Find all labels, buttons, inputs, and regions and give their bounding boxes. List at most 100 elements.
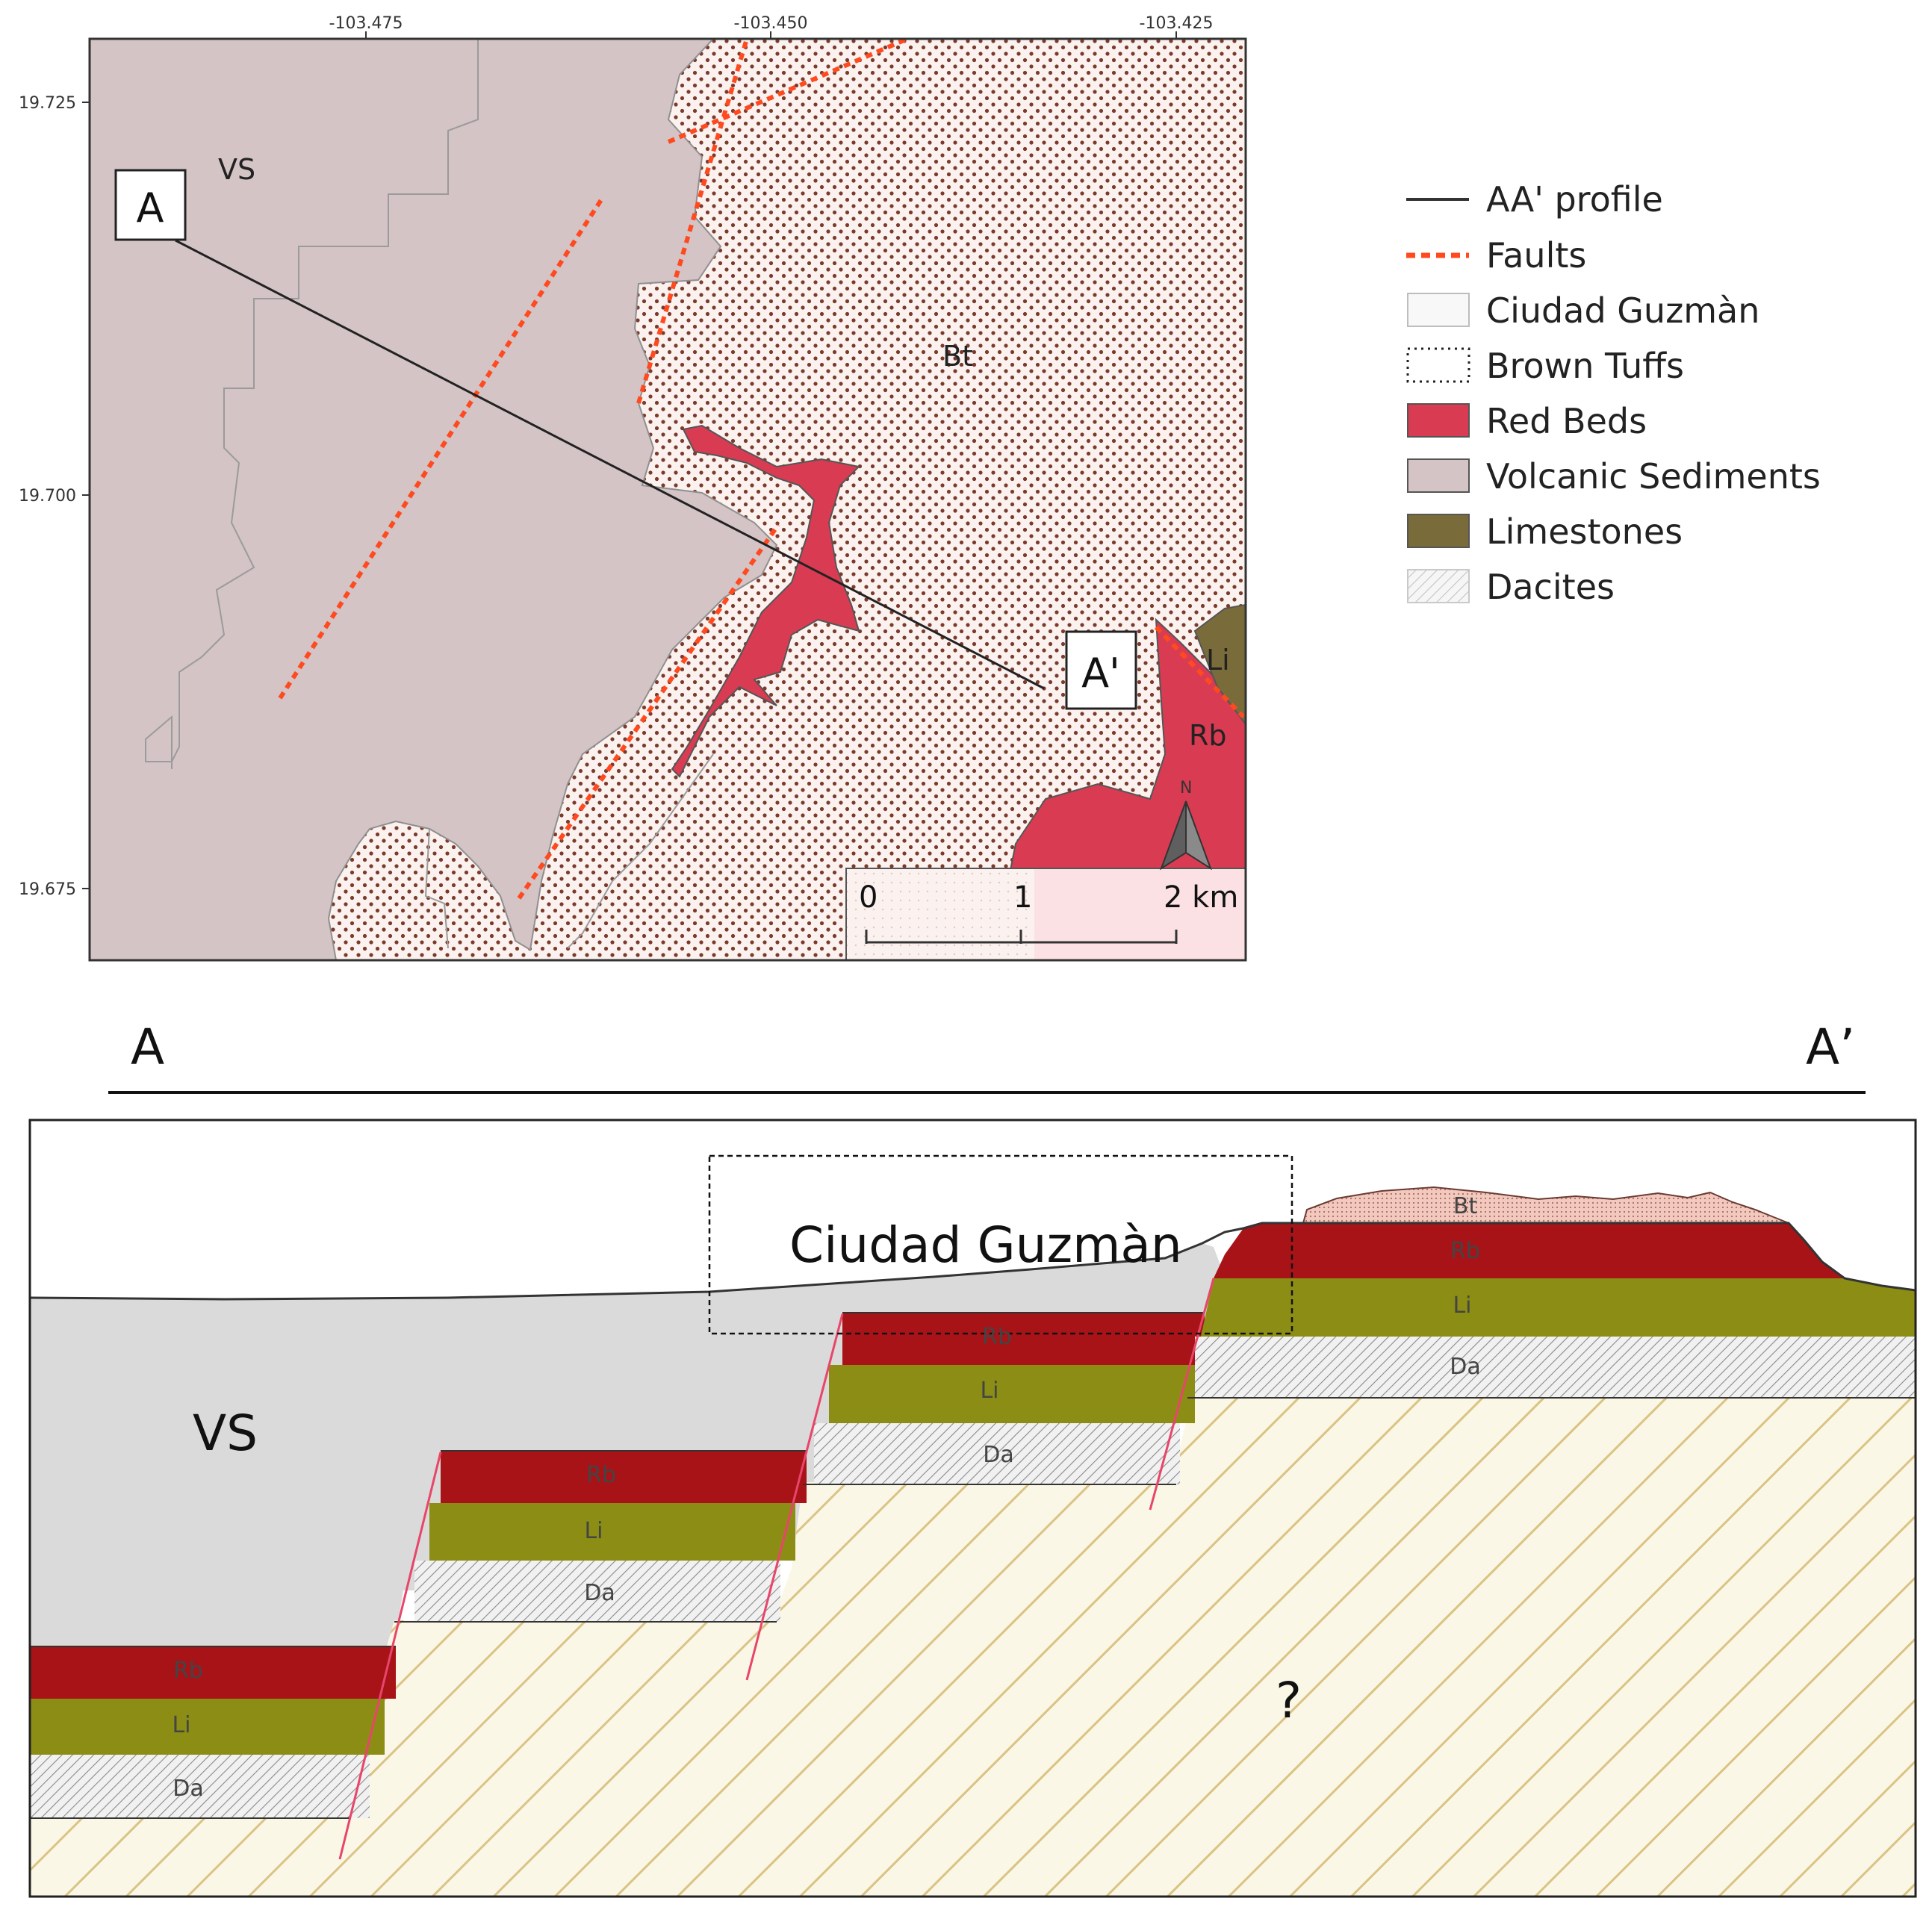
fault-line-3 xyxy=(636,39,749,404)
lon-tick-3: -103.425 xyxy=(1140,14,1214,33)
limestone-layer xyxy=(829,1365,1195,1423)
map-label-bt: Bt xyxy=(942,340,973,373)
label-da: Da xyxy=(584,1580,615,1606)
aa-profile-line xyxy=(175,239,1045,690)
label-rb: Rb xyxy=(173,1658,203,1684)
section-label-vs: VS xyxy=(193,1405,258,1462)
latitude-axis: 19.725 19.700 19.675 xyxy=(19,94,90,899)
brown-tuffs-section xyxy=(1302,1186,1789,1224)
label-li: Li xyxy=(584,1518,603,1544)
fault-line-1 xyxy=(278,195,606,700)
fault-plane-2 xyxy=(745,1313,844,1681)
label-rb: Rb xyxy=(1450,1238,1480,1264)
section-title-a-prime: A’ xyxy=(1806,1018,1855,1076)
label-da: Da xyxy=(983,1442,1013,1468)
legend-label: Limestones xyxy=(1486,511,1683,552)
fault-plane-1 xyxy=(338,1452,442,1860)
lat-tick-1: 19.725 xyxy=(19,94,76,113)
scale-label-zero: 0 xyxy=(859,880,878,915)
mauve-swatch-icon xyxy=(1407,458,1470,493)
lat-tick-3: 19.675 xyxy=(19,880,76,899)
red-beds-layer xyxy=(1214,1223,1845,1278)
block-1-layers xyxy=(30,1646,396,1819)
dacite-layer xyxy=(814,1423,1180,1484)
legend-item-volcanic-sediments: Volcanic Sediments xyxy=(1407,456,1821,497)
limestone-layer xyxy=(429,1503,795,1561)
label-bt: Bt xyxy=(1453,1193,1478,1219)
legend-item-profile: AA' profile xyxy=(1406,179,1663,220)
north-arrow-icon: N xyxy=(1160,779,1212,871)
label-da: Da xyxy=(1450,1354,1480,1380)
ciudad-guzman-box xyxy=(708,1154,1293,1335)
label-li: Li xyxy=(980,1378,998,1404)
geologic-map: 0 1 2 km N VS Bt Li Rb A A' xyxy=(19,14,1247,962)
scale-bar-pink xyxy=(1034,869,1245,959)
block-4-layers xyxy=(1187,1186,1916,1399)
dacite-layer xyxy=(30,1755,370,1818)
legend-item-limestones: Limestones xyxy=(1407,511,1683,552)
legend-label: Brown Tuffs xyxy=(1486,346,1684,386)
north-arrow-label: N xyxy=(1180,779,1192,797)
label-da: Da xyxy=(173,1776,203,1802)
profile-label-a-prime: A' xyxy=(1081,650,1120,697)
label-rb: Rb xyxy=(586,1462,616,1488)
limestone-layer xyxy=(30,1699,385,1755)
fault-plane-3 xyxy=(1149,1278,1215,1511)
label-li: Li xyxy=(1453,1293,1471,1319)
legend-label: Ciudad Guzmàn xyxy=(1486,290,1759,331)
map-label-rb: Rb xyxy=(1189,719,1227,752)
map-frame xyxy=(88,37,1247,962)
red-swatch-icon xyxy=(1407,403,1470,438)
cross-section: A A’ xyxy=(28,1018,1917,1898)
red-beds-layer xyxy=(842,1313,1205,1365)
lat-tick-2: 19.700 xyxy=(19,487,76,506)
dacite-layer xyxy=(1195,1337,1916,1398)
hatched-swatch-icon xyxy=(1407,569,1470,603)
lon-tick-1: -103.475 xyxy=(329,14,403,33)
ground-surface xyxy=(29,1222,1916,1301)
vs-internal-boundaries xyxy=(145,39,714,949)
legend-item-brown-tuffs: Brown Tuffs xyxy=(1406,346,1684,386)
legend-label: AA' profile xyxy=(1486,179,1663,220)
legend-label: Volcanic Sediments xyxy=(1486,456,1821,497)
profile-marker-a-prime: A' xyxy=(1065,630,1137,710)
lon-tick-2: -103.450 xyxy=(734,14,808,33)
legend-item-faults: Faults xyxy=(1406,235,1586,276)
volcanic-sediments-area xyxy=(90,39,778,960)
basement xyxy=(30,1396,1916,1897)
legend-label: Red Beds xyxy=(1486,401,1647,441)
legend-item-red-beds: Red Beds xyxy=(1407,401,1647,441)
map-label-li: Li xyxy=(1206,644,1230,676)
legend-label: Dacites xyxy=(1486,567,1615,607)
longitude-axis: -103.475 -103.450 -103.425 xyxy=(329,14,1214,39)
unknown-basement-label: ? xyxy=(1276,1672,1302,1729)
section-frame xyxy=(28,1119,1917,1898)
scale-bar: 0 1 2 km xyxy=(845,868,1246,960)
legend-label: Faults xyxy=(1486,235,1586,276)
ciudad-guzman-label: Ciudad Guzmàn xyxy=(789,1216,1182,1274)
section-title-a: A xyxy=(131,1018,164,1076)
scale-label-end: 2 km xyxy=(1164,880,1238,915)
white-swatch-icon xyxy=(1407,293,1470,327)
fault-planes xyxy=(338,1278,1215,1860)
fault-line-5 xyxy=(1154,625,1246,719)
map-label-vs: VS xyxy=(218,153,255,186)
olive-swatch-icon xyxy=(1407,514,1470,548)
label-li: Li xyxy=(172,1712,190,1738)
red-beds-layer xyxy=(441,1451,807,1503)
legend: AA' profile Faults Ciudad Guzmàn Brown T… xyxy=(1406,179,1821,607)
fault-line-4 xyxy=(667,39,909,144)
fault-line-2 xyxy=(517,523,780,900)
dacite-layer xyxy=(414,1561,780,1622)
block-2-layers xyxy=(394,1450,807,1623)
block-3-layers xyxy=(803,1312,1205,1485)
red-beds-layer xyxy=(30,1646,396,1699)
legend-item-dacites: Dacites xyxy=(1407,567,1615,607)
scale-label-mid: 1 xyxy=(1013,880,1032,915)
limestone-layer xyxy=(1201,1278,1916,1337)
profile-label-a: A xyxy=(137,184,164,231)
legend-item-ciudad-guzman: Ciudad Guzmàn xyxy=(1407,290,1759,331)
limestones-area xyxy=(1193,603,1246,726)
dotted-swatch-icon xyxy=(1406,347,1470,383)
